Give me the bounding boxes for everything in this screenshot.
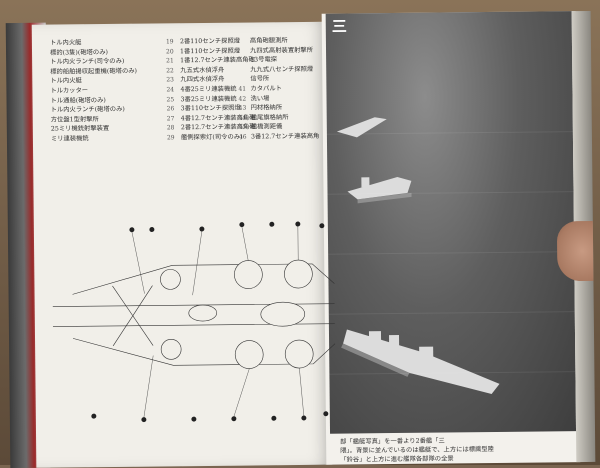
legend-item: 25ミリ機銃射撃装置	[51, 124, 109, 134]
legend-item: 九五式水偵浮舟	[180, 66, 224, 75]
reader-thumb	[557, 221, 594, 281]
warships-illustration	[326, 11, 576, 434]
legend-item: 洗い場	[250, 94, 269, 103]
legend-item: 1番110センチ探照燈	[180, 46, 240, 56]
legend-number: 29	[167, 133, 175, 142]
legend-item: 2番110センチ探照燈	[180, 37, 240, 47]
legend-number: 27	[167, 114, 175, 123]
legend-item: 標的(3隻)(砲塔のみ)	[50, 48, 108, 58]
legend-item: トル内火ランチ(砲塔のみ)	[51, 105, 125, 115]
legend-number: 43	[239, 104, 247, 113]
legend-number: 46	[239, 133, 247, 142]
legend-item: 高角砲観測所	[250, 36, 288, 45]
legend-item: 4番25ミリ連装機銃	[180, 85, 236, 95]
legend-item: 標的船舶揚収起重機(砲塔のみ)	[50, 66, 137, 76]
legend-item: 3番12.7センチ連装高角	[251, 132, 319, 142]
legend-number: 24	[166, 85, 174, 94]
legend-number: 42	[238, 94, 246, 103]
legend-item: 九九式八センチ探照燈	[250, 65, 313, 75]
legend-item: 九四式高射装置射撃所	[250, 45, 313, 55]
legend-number: 19	[166, 37, 174, 46]
legend-number: 22	[166, 66, 174, 75]
legend-item: 九四式水偵浮舟	[180, 75, 224, 84]
legend-item: ミリ連装機銃	[51, 134, 89, 143]
legend-number: 23	[166, 76, 174, 85]
legend-item: トル内火ランチ(司令のみ)	[50, 57, 124, 67]
legend-number: 28	[167, 124, 175, 133]
open-book: 三 トル内火艇 19 2番110センチ探照燈 高角砲観測所標的(3隻)(砲塔のみ) 20…	[6, 11, 596, 468]
legend-item: 艦尾旗格納所	[251, 113, 289, 122]
legend-number: 25	[166, 95, 174, 104]
legend-item: トルカッター	[50, 86, 88, 95]
legend-item: トル内火艇	[50, 77, 82, 86]
photo-caption: 部「艦艇写真」を一番より2番艦「三 隈」。背景に並んでいるのは艦艇で、上方には標…	[340, 435, 580, 465]
deck-plan-diagram	[52, 204, 336, 437]
legend-number: 45	[239, 123, 247, 132]
legend-item: カタパルト	[250, 84, 282, 93]
legend-item: 3番110センチ探照燈	[181, 104, 241, 114]
legend-item: トル内火艇	[50, 38, 82, 47]
legend-item: 方位盤1型射撃所	[51, 115, 99, 125]
legend-item: 信号所	[250, 75, 269, 84]
legend-number: 26	[167, 105, 175, 114]
legend-item: 3番25ミリ連装機銃	[180, 94, 236, 104]
legend-item: トル通船(砲塔のみ)	[50, 96, 105, 106]
legend-item: 艦橋測距儀	[251, 123, 283, 132]
legend-number: 21	[166, 57, 174, 66]
chapter-number: 三	[332, 16, 347, 37]
legend-number: 41	[238, 85, 246, 94]
warship-photo	[326, 11, 576, 434]
legend-number: 20	[166, 47, 174, 56]
legend-item: 1番12.7センチ連装高角砲	[180, 56, 255, 66]
legend-item: 13号電探	[250, 55, 277, 64]
legend-item: 円材格納所	[251, 103, 283, 112]
legend-item: 艦側探索灯(司令のみ)	[181, 133, 243, 143]
legend-number: 44	[239, 113, 247, 122]
